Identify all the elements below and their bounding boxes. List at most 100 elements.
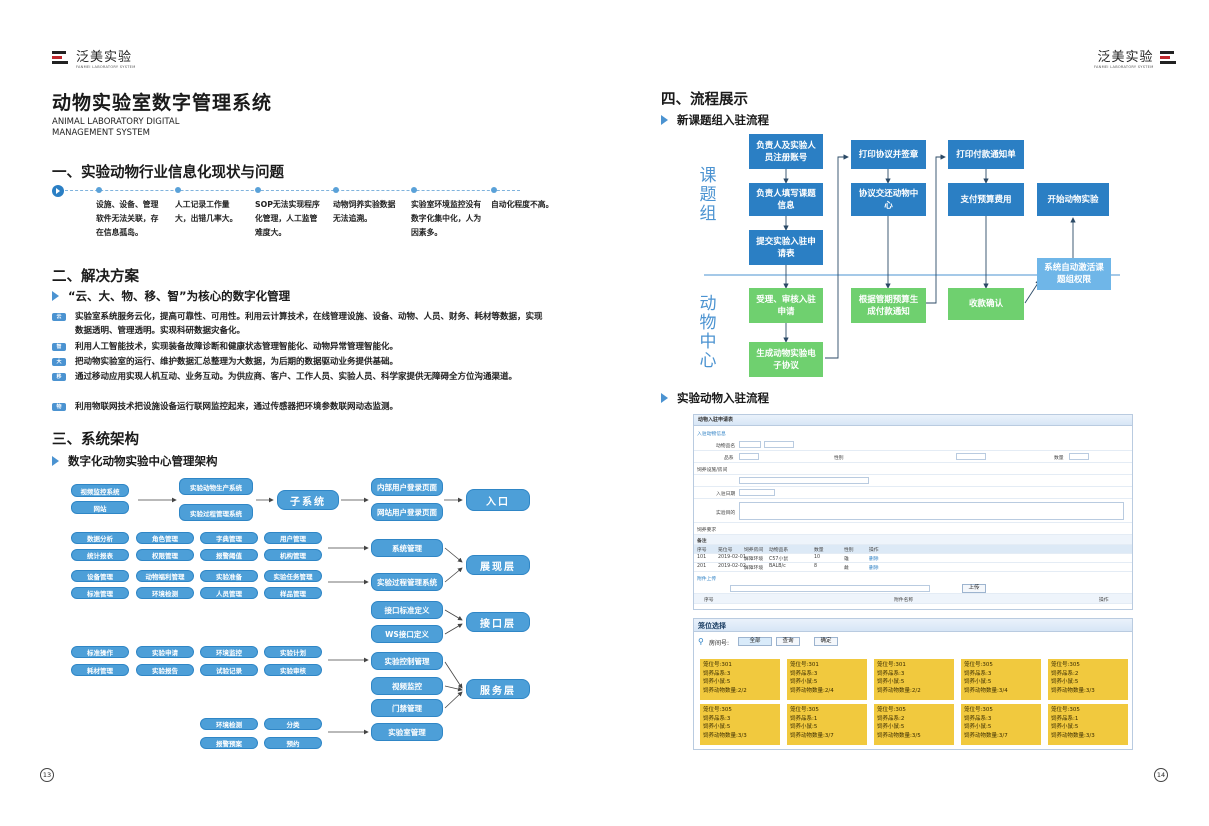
arch-ws-interface: WS接口定义: [371, 625, 443, 643]
flow-submit-application: 提交实验入驻申请表: [749, 230, 823, 265]
table-header: 笼位号: [718, 548, 733, 553]
arch-access-control: 门禁管理: [371, 699, 443, 717]
arch-entry: 入口: [466, 489, 530, 511]
table-header: 性别: [844, 548, 854, 553]
form-label: 动物品名: [716, 444, 736, 449]
lane-label-group: 课题组: [699, 166, 717, 224]
query-button[interactable]: 查询: [776, 637, 800, 646]
cage-cell-line: 饲养品系:3: [877, 670, 905, 677]
arch-video-monitor: 视频监控: [371, 677, 443, 695]
timeline-dot: [411, 187, 417, 193]
file-path-input[interactable]: [730, 585, 930, 592]
cage-cell-line: 饲养品系:1: [1051, 715, 1079, 722]
cage-cell-line: 饲养品系:3: [964, 715, 992, 722]
arch-module: 报警阈值: [200, 549, 258, 561]
arch-module: 实验计划: [264, 646, 322, 658]
arch-interface-layer: 接口层: [466, 612, 530, 632]
flow-payment-notice: 根据管期预算生成付款通知: [851, 288, 926, 323]
cage-cell-line: 饲养小鼠:5: [1051, 679, 1079, 685]
form-select[interactable]: [739, 453, 759, 460]
cage-window-title: 笼位选择: [698, 622, 726, 630]
search-icon: ⚲: [698, 637, 704, 646]
cage-cell-line: 饲养品系:1: [790, 715, 818, 722]
form-section-label: 入驻动物信息: [697, 432, 726, 437]
arch-process-mgmt: 实验过程管理系统: [371, 573, 443, 591]
form-select[interactable]: [739, 477, 869, 484]
logo-mark-icon: [52, 49, 70, 67]
table-cell: 2019-02-02: [718, 564, 746, 569]
flow-activate-permission: 系统自动激活课题组权限: [1037, 258, 1111, 290]
form-input[interactable]: [1069, 453, 1089, 460]
problem-item: 自动化程度不高。: [491, 200, 554, 209]
flow-pay-budget: 支付预算费用: [948, 183, 1024, 216]
form-label: 实验目的: [716, 511, 736, 516]
timeline-dot: [255, 187, 261, 193]
date-input[interactable]: [739, 489, 775, 496]
purpose-textarea[interactable]: [739, 502, 1124, 520]
confirm-button[interactable]: 确定: [814, 637, 838, 646]
arch-module: 标准操作: [71, 646, 129, 658]
delete-link[interactable]: 删除: [869, 566, 879, 571]
timeline-start-icon: [52, 185, 64, 197]
attach-label: 附件上传: [697, 577, 717, 582]
cage-cell-line: 饲养品系:2: [1051, 670, 1079, 677]
page-title: 动物实验室数字管理系统: [52, 92, 273, 114]
table-cell: 8: [814, 564, 818, 569]
problem-item: SOP无法实现程序化管理，人工监管难度大。: [255, 200, 320, 237]
upload-button[interactable]: 上传: [962, 584, 986, 593]
table-cell: 2019-02-01: [718, 555, 746, 560]
delete-link[interactable]: 删除: [869, 557, 879, 562]
form-select[interactable]: [764, 441, 794, 448]
solution-bullet: 移通过移动应用实现人机互动、业务互动。为供应商、客户、工作人员、实验人员、科学家…: [52, 370, 547, 384]
cage-cell-line: 笼位号:305: [703, 707, 732, 713]
cage-cell-line: 饲养动物数量:2/4: [790, 687, 834, 694]
form-input[interactable]: [956, 453, 986, 460]
section2-heading: 二、解决方案: [52, 269, 139, 285]
form-label: 入驻日期: [716, 492, 736, 497]
arch-module: 权限管理: [136, 549, 194, 561]
cage-cell-line: 饲养动物数量:2/2: [703, 687, 747, 694]
cage-cell-line: 饲养品系:3: [790, 670, 818, 677]
table-header: 饲养房间: [744, 548, 764, 553]
table-cell: 雌: [844, 566, 849, 571]
attach-header: 操作: [1099, 598, 1109, 603]
lane-label-center: 动物中心: [699, 294, 717, 371]
arch-module: 人员管理: [200, 587, 258, 599]
cage-cell-line: 饲养动物数量:3/3: [1051, 687, 1095, 694]
problem-item: 动物饲养实验数据无法追溯。: [333, 200, 396, 223]
triangle-icon: [661, 393, 668, 403]
room-filter-select[interactable]: 全部: [738, 637, 772, 646]
entry-flow-title: 实验动物入驻流程: [661, 390, 769, 406]
flow-print-agreement: 打印协议并签章: [851, 140, 926, 169]
arch-module: 报警预案: [200, 737, 258, 749]
timeline-dot: [333, 187, 339, 193]
logo-name: 泛美实验: [76, 50, 133, 65]
cage-cell-line: 饲养小鼠:5: [1051, 724, 1079, 730]
arch-lab-mgmt: 实验室管理: [371, 723, 443, 741]
flow-register-account: 负责人及实验人员注册账号: [749, 134, 823, 169]
cage-cell-line: 饲养动物数量:3/7: [790, 732, 834, 739]
arch-video-system: 视频监控系统: [71, 484, 129, 497]
page-number-left: 13: [40, 768, 54, 782]
arch-module: 实验申请: [136, 646, 194, 658]
solution-bullet: 云实验室系统服务云化，提高可靠性、可用性。利用云计算技术，在线管理设施、设备、动…: [52, 310, 547, 338]
arch-interface-standard: 接口标准定义: [371, 601, 443, 619]
arch-system-mgmt: 系统管理: [371, 539, 443, 557]
form-select[interactable]: [739, 441, 761, 448]
arch-module: 标准管理: [71, 587, 129, 599]
solution-bullet: 物利用物联网技术把设施设备运行联网监控起来，通过传感器把环境参数联网动态监测。: [52, 400, 547, 414]
flow-print-payment: 打印付款通知单: [948, 140, 1024, 169]
problem-item: 人工记录工作量大，出错几率大。: [175, 200, 238, 223]
table-cell: 屏障环境: [744, 557, 764, 562]
arch-module: 耗材管理: [71, 664, 129, 676]
